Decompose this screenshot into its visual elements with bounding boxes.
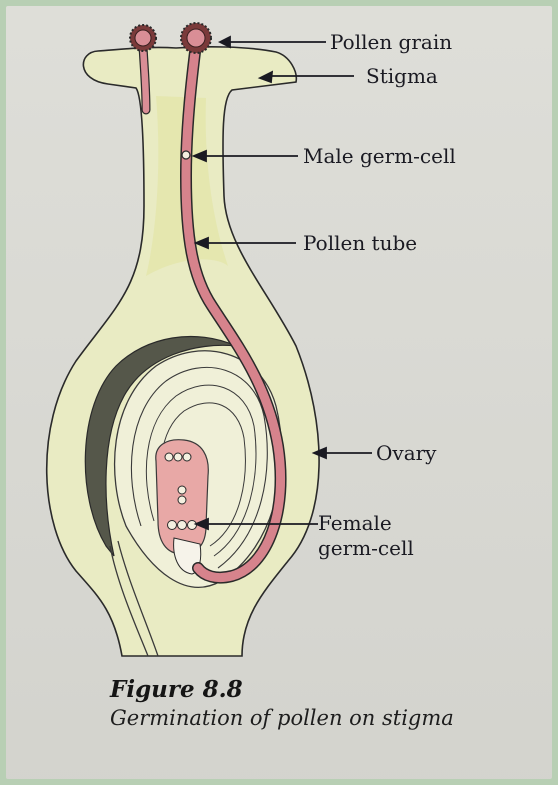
male-germ-cell [182,151,190,159]
label-female-germ-cell-line2: germ-cell [318,536,414,560]
label-pollen-grain: Pollen grain [330,30,452,54]
label-stigma: Stigma [366,64,438,88]
pollen-grain-left [130,25,156,51]
textbook-page: Pollen grain Stigma Male germ-cell Polle… [6,6,552,779]
pollen-grain-right [181,23,211,53]
label-pollen-tube: Pollen tube [303,231,417,255]
pistil-diagram: Pollen grain Stigma Male germ-cell Polle… [6,6,552,666]
antipodal-cell [165,453,173,461]
synergid [188,521,197,530]
figure-caption: Figure 8.8 Germination of pollen on stig… [110,676,530,733]
polar-nucleus [178,496,186,504]
antipodal-cell [174,453,182,461]
figure-number: Figure 8.8 [110,676,530,704]
label-male-germ-cell: Male germ-cell [303,144,456,168]
pollen-tube-short-fill [143,46,146,110]
polar-nucleus [178,486,186,494]
label-ovary: Ovary [376,441,437,465]
figure-description: Germination of pollen on stigma [110,704,510,733]
egg-cell [178,521,187,530]
label-female-germ-cell-line1: Female [318,511,392,535]
synergid [168,521,177,530]
antipodal-cell [183,453,191,461]
